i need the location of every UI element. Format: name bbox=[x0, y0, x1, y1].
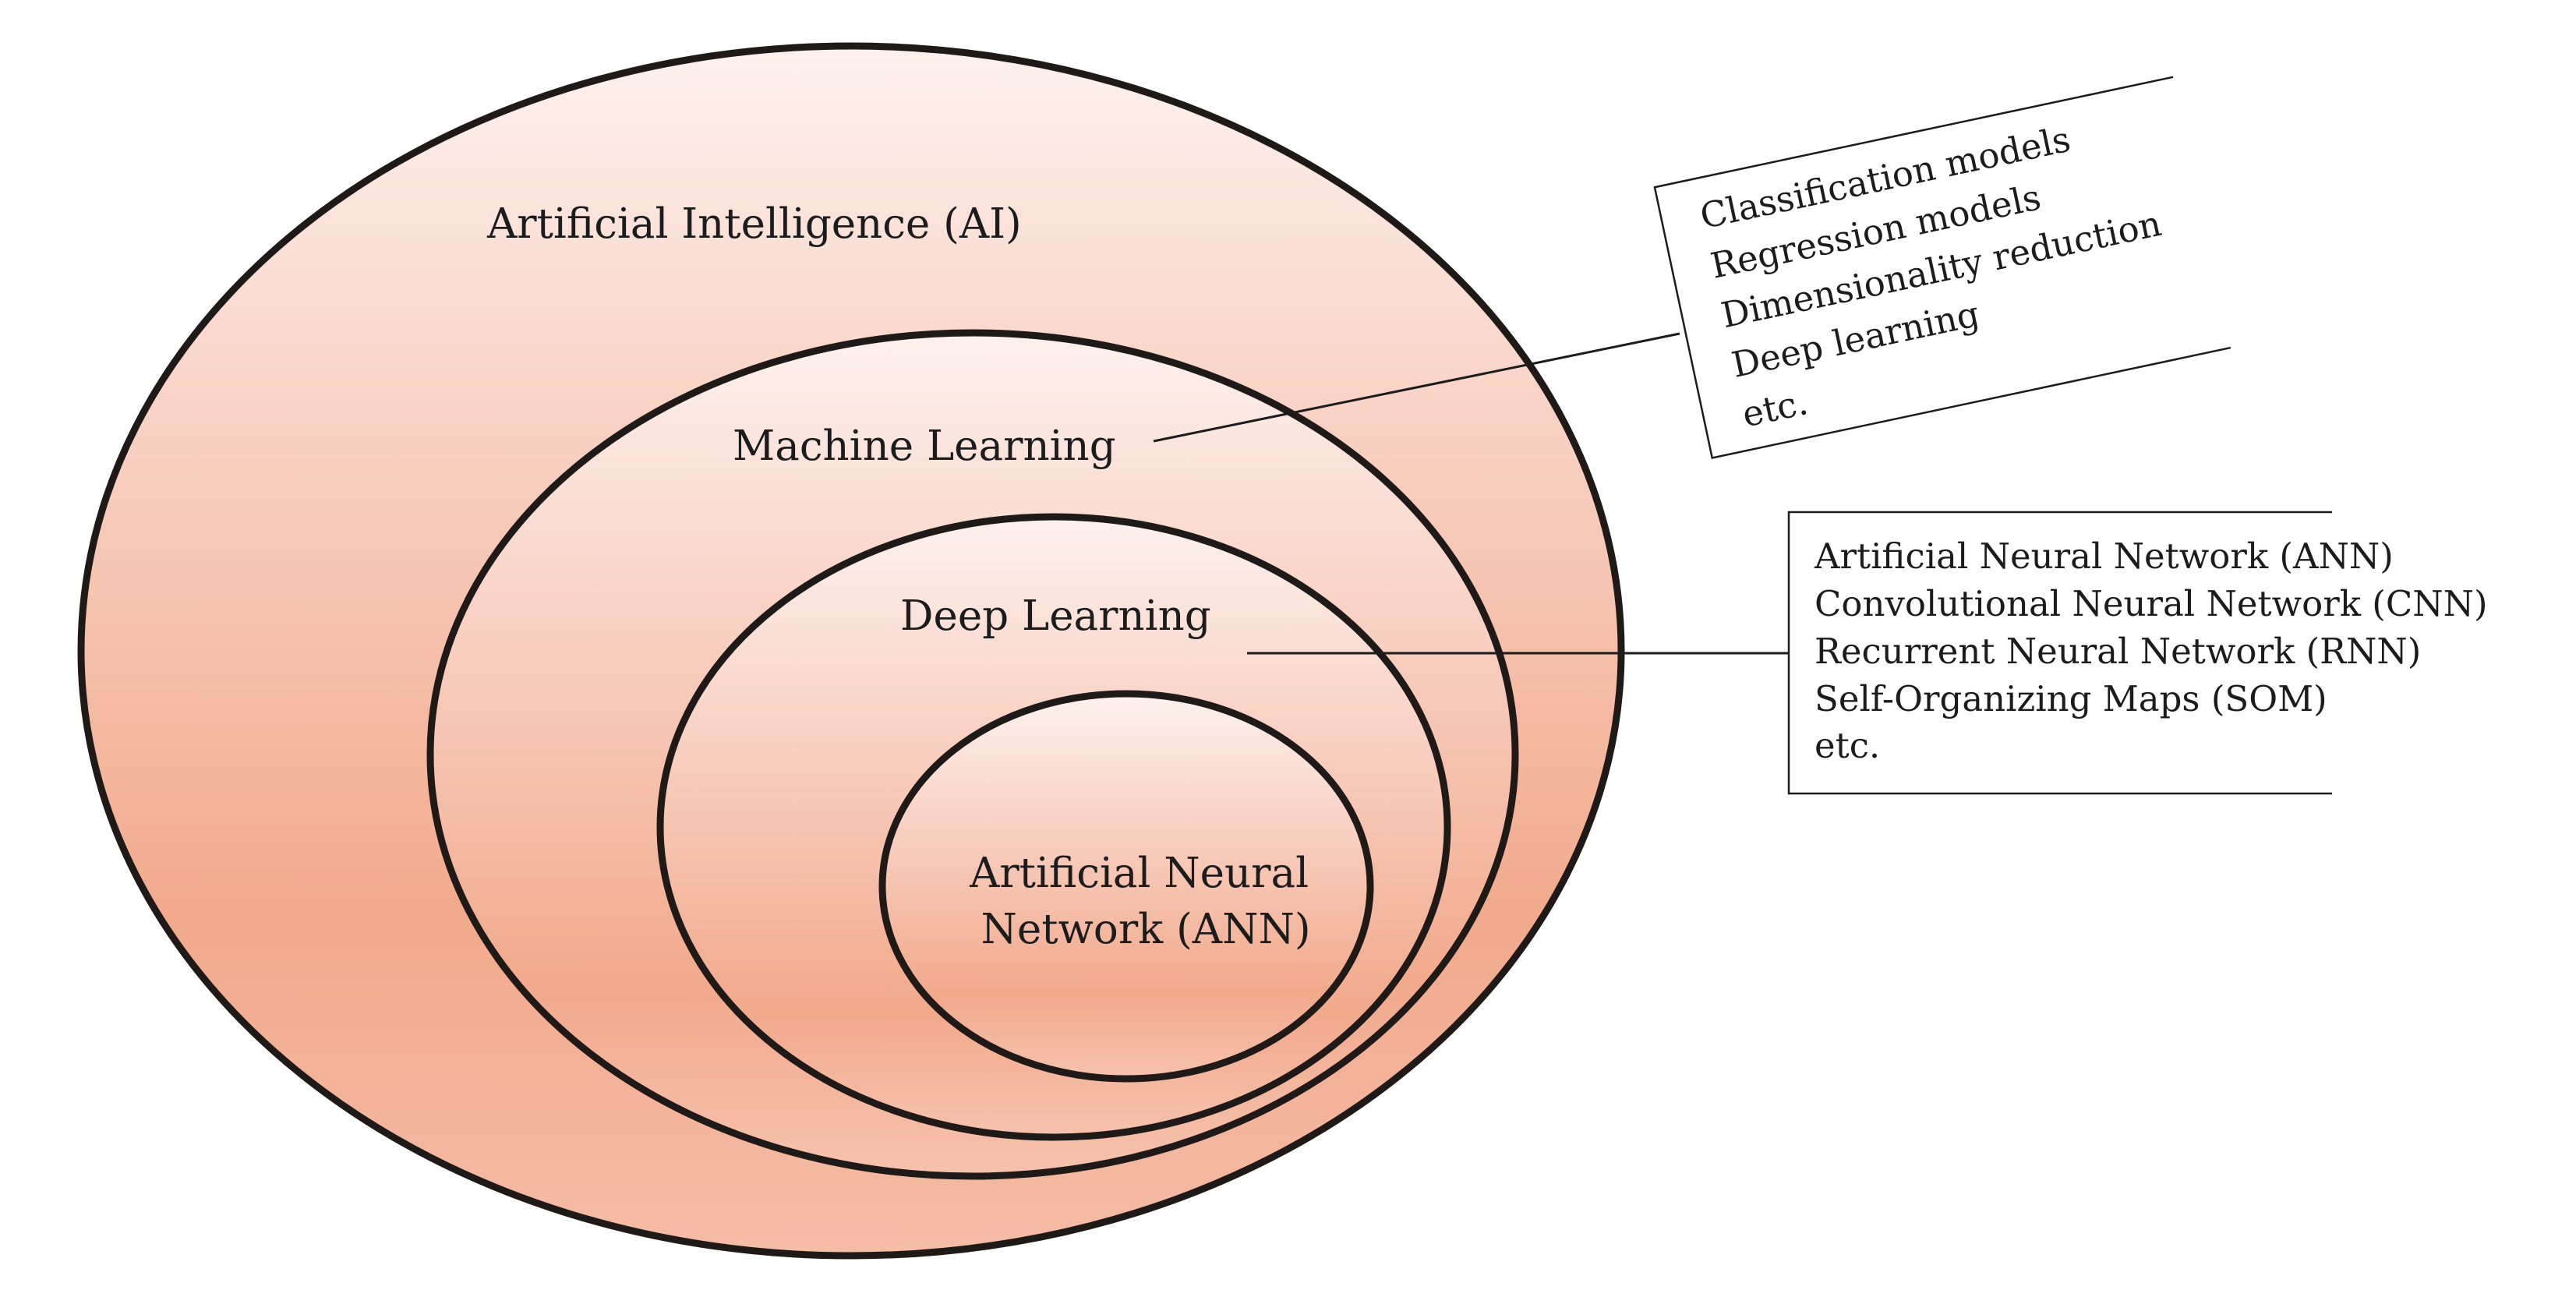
ml-label: Machine Learning bbox=[733, 422, 1116, 470]
ai-label: Artificial Intelligence (AI) bbox=[486, 200, 1022, 248]
ann-label-line: Network (ANN) bbox=[981, 906, 1311, 953]
ml-connector-line bbox=[1153, 332, 1680, 443]
ann-label-line: Artificial Neural bbox=[969, 850, 1309, 897]
list-item: etc. bbox=[1739, 381, 1811, 435]
list-item: etc. bbox=[1815, 725, 1880, 766]
ann-ellipse bbox=[878, 690, 1374, 1083]
list-item: Self-Organizing Maps (SOM) bbox=[1815, 678, 2327, 719]
ann-label: Artificial Neural Network (ANN) bbox=[969, 850, 1322, 953]
dl-callout-list: Artificial Neural Network (ANN) Convolut… bbox=[1814, 535, 2499, 766]
dl-callout: Artificial Neural Network (ANN) Convolut… bbox=[1247, 511, 2499, 795]
list-item: Artificial Neural Network (ANN) bbox=[1814, 535, 2394, 577]
list-item: Recurrent Neural Network (RNN) bbox=[1815, 631, 2421, 672]
ml-callout-bracket bbox=[1653, 76, 2231, 459]
dl-callout-bracket bbox=[1787, 511, 2332, 795]
ml-callout-box: Classification models Regression models … bbox=[1653, 76, 2231, 459]
dl-label: Deep Learning bbox=[900, 592, 1211, 640]
list-item: Convolutional Neural Network (CNN) bbox=[1815, 583, 2488, 624]
ml-callout-list: Classification models Regression models … bbox=[1697, 101, 2197, 436]
